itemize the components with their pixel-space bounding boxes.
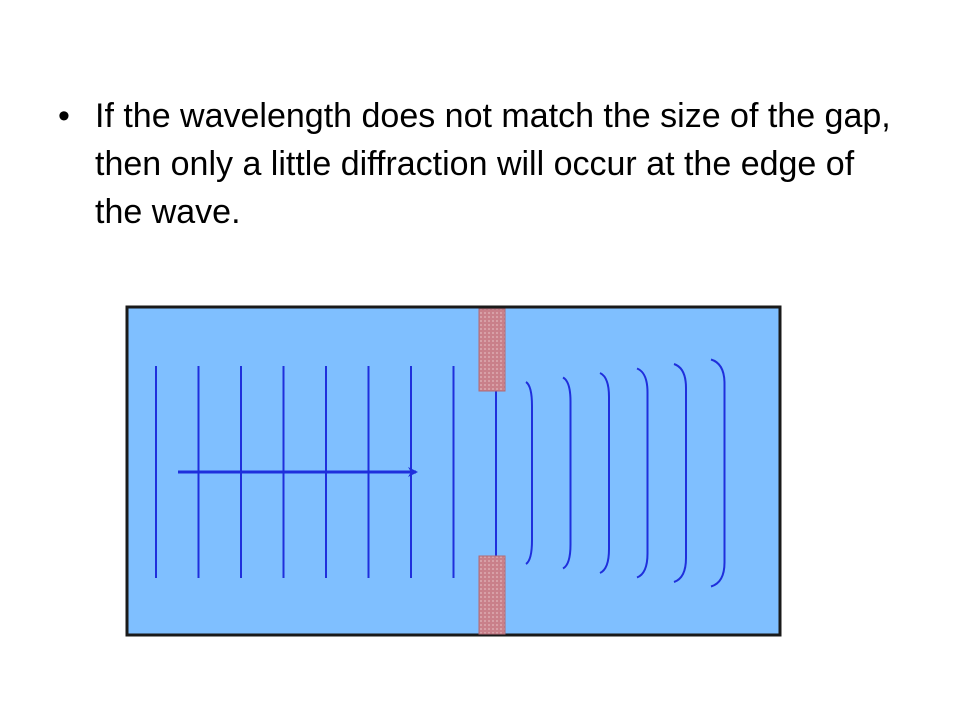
wave-diffraction-diagram <box>124 304 784 640</box>
diffracted-wavefront <box>562 376 572 570</box>
bullet-text: If the wavelength does not match the siz… <box>95 97 891 231</box>
diagram-canvas <box>125 305 782 637</box>
diffracted-wavefront <box>673 363 687 583</box>
diffracted-wavefront <box>525 381 533 565</box>
bullet-item: • If the wavelength does not match the s… <box>58 92 908 236</box>
bullet-list: • If the wavelength does not match the s… <box>58 92 908 236</box>
barrier-bottom <box>478 555 506 635</box>
incoming-wavefronts <box>155 366 497 578</box>
diffracted-wavefront <box>710 358 726 588</box>
diffracted-wavefronts <box>525 358 726 588</box>
diffracted-wavefront <box>599 372 610 574</box>
diffracted-wavefront <box>636 367 649 579</box>
bullet-icon: • <box>58 97 70 135</box>
barrier-top <box>478 308 506 392</box>
